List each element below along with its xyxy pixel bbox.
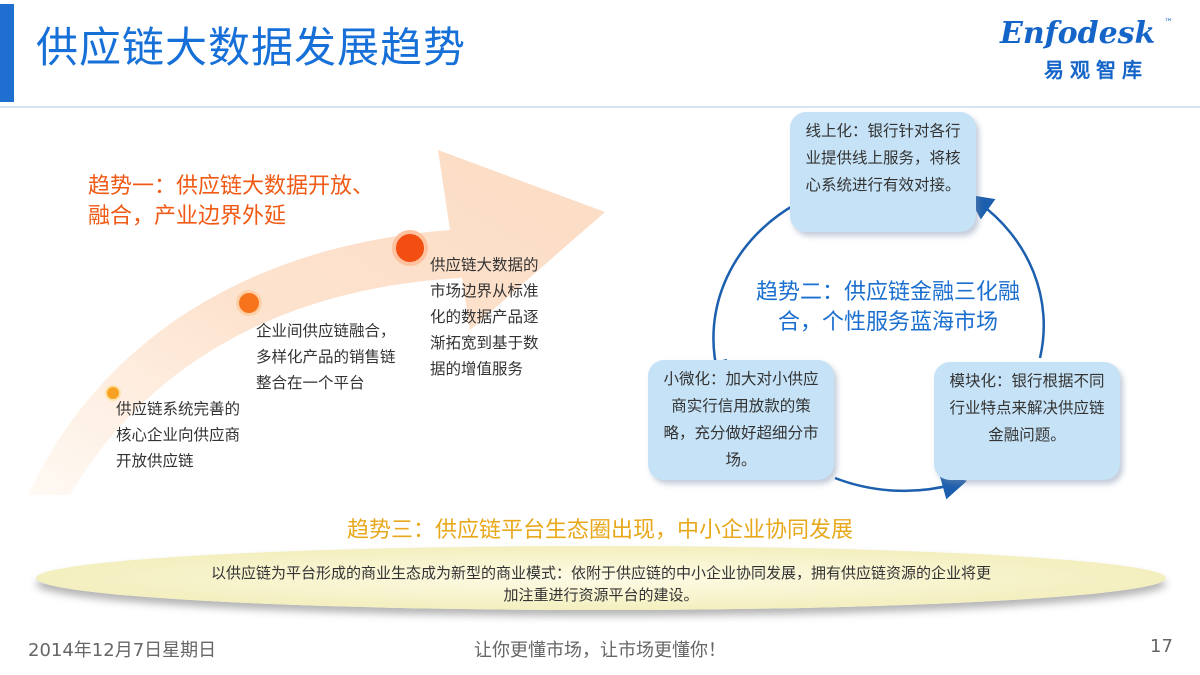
milestone-dot-large (392, 230, 428, 266)
bubble-modular: 模块化：银行根据不同行业特点来解决供应链金融问题。 (934, 362, 1120, 480)
bubble-online: 线上化：银行针对各行业提供线上服务，将核心系统进行有效对接。 (790, 112, 976, 232)
cycle-arc-bottom (834, 475, 968, 500)
cycle-ring (702, 194, 1045, 500)
footer-date: 2014年12月7日星期日 (28, 640, 217, 661)
trend1-step-3: 供应链大数据的市场边界从标准化的数据产品逐渐拓宽到基于数据的增值服务 (430, 256, 539, 378)
logo-trademark: ™ (1164, 18, 1173, 28)
trend1-step-1: 供应链系统完善的核心企业向供应商开放供应链 (116, 400, 241, 470)
header-divider (0, 106, 1200, 108)
title-accent-bar (0, 4, 14, 102)
trend3-ellipse (36, 546, 1166, 610)
growth-arrow-shape (28, 150, 605, 495)
cycle-arc-left (702, 202, 797, 387)
page-number: 17 (1150, 636, 1173, 657)
enfodesk-logo: Enfodesk ™ 易观智库 (1000, 16, 1180, 92)
trend3-heading: 趋势三：供应链平台生态圈出现，中小企业协同发展 (346, 518, 853, 543)
trend1-heading: 趋势一：供应链大数据开放、融合，产业边界外延 (88, 174, 375, 229)
page-title: 供应链大数据发展趋势 (36, 23, 467, 72)
bubble-micro: 小微化：加大对小供应商实行信用放款的策略，充分做好超细分市场。 (648, 360, 834, 480)
milestone-dot-small (105, 385, 121, 401)
logo-wordmark: Enfodesk (1000, 16, 1156, 51)
cycle-arc-right (967, 194, 1045, 359)
growth-arrow (28, 150, 605, 495)
footer-slogan: 让你更懂市场，让市场更懂你！ (474, 640, 726, 661)
logo-chinese-name: 易观智库 (1044, 58, 1148, 82)
trend3-description: 以供应链为平台形成的商业生态成为新型的商业模式：依附于供应链的中小企业协同发展，… (210, 564, 991, 604)
trend2-heading: 趋势二：供应链金融三化融合，个性服务蓝海市场 (755, 280, 1020, 335)
trend1-step-2: 企业间供应链融合，多样化产品的销售链整合在一个平台 (256, 322, 396, 392)
milestone-dot-medium (236, 290, 262, 316)
